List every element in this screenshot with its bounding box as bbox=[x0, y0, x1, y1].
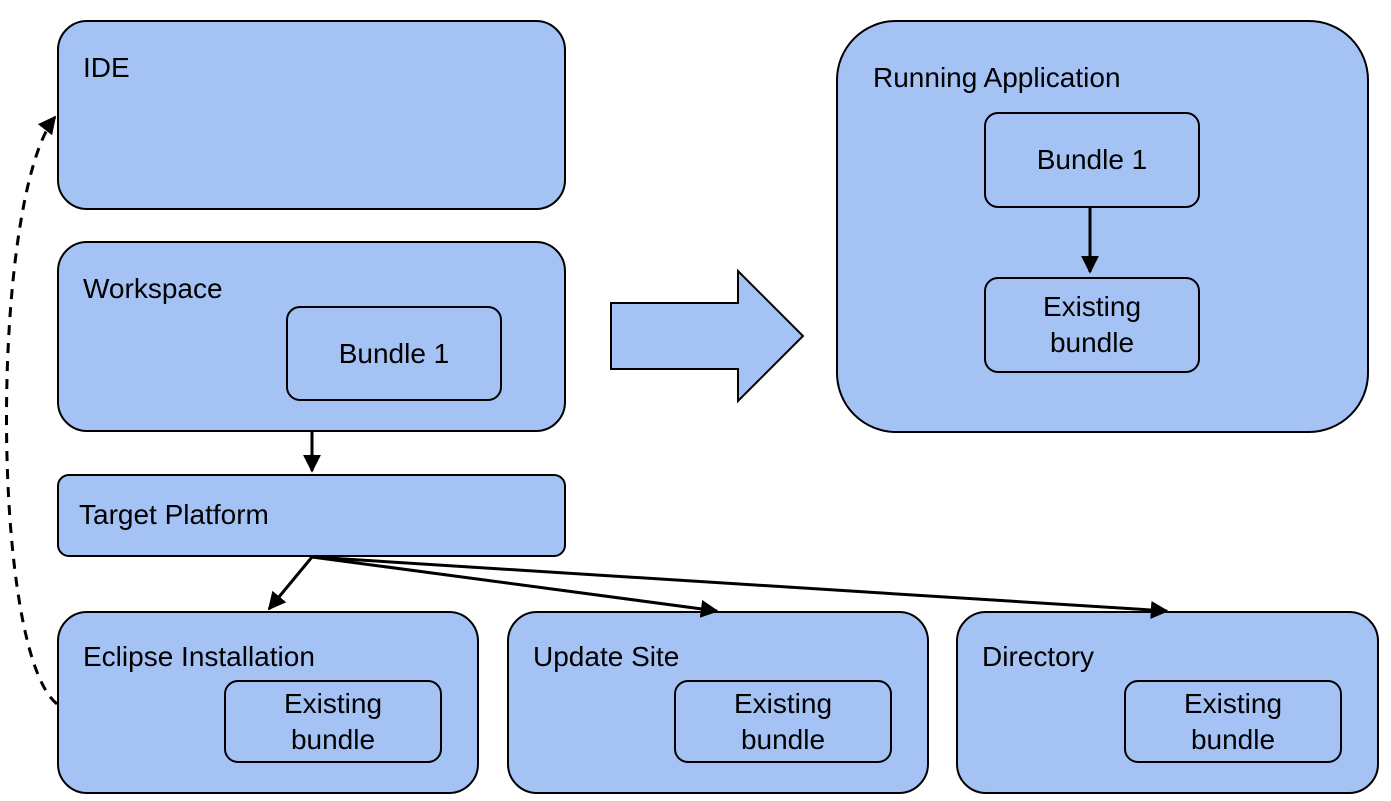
running-bundle-1-label: Bundle 1 bbox=[1036, 144, 1148, 175]
running-bundle-1: Bundle 1 bbox=[984, 112, 1200, 208]
target-platform-title: Target Platform bbox=[79, 499, 269, 530]
update-site-box: Update Site Existing bundle bbox=[507, 611, 929, 794]
update-site-existing-bundle-line2: bundle bbox=[740, 723, 826, 755]
eclipse-existing-bundle: Existing bundle bbox=[224, 680, 442, 763]
directory-box: Directory Existing bundle bbox=[956, 611, 1379, 794]
ide-title: IDE bbox=[83, 52, 130, 83]
running-application-title: Running Application bbox=[873, 62, 1121, 93]
directory-existing-bundle-line2: bundle bbox=[1190, 723, 1276, 755]
workspace-bundle-1-label: Bundle 1 bbox=[338, 337, 450, 369]
eclipse-installation-title: Eclipse Installation bbox=[83, 641, 315, 672]
running-existing-bundle-line2: bundle bbox=[1049, 327, 1135, 358]
running-application-box: Running Application Bundle 1 Existing bu… bbox=[836, 20, 1369, 433]
eclipse-installation-box: Eclipse Installation Existing bundle bbox=[57, 611, 479, 794]
ide-box: IDE bbox=[57, 20, 566, 210]
directory-title: Directory bbox=[982, 641, 1095, 672]
target-to-eclipse-arrow bbox=[267, 556, 314, 611]
eclipse-to-ide-dashed-arrow bbox=[5, 115, 58, 706]
directory-existing-bundle: Existing bundle bbox=[1124, 680, 1342, 763]
workspace-bundle-1: Bundle 1 bbox=[286, 306, 502, 401]
workspace-title: Workspace bbox=[83, 273, 223, 304]
running-existing-bundle: Existing bundle bbox=[984, 277, 1200, 373]
workspace-box: Workspace Bundle 1 bbox=[57, 241, 566, 432]
target-to-directory-arrow bbox=[311, 555, 1169, 619]
target-platform-box: Target Platform bbox=[57, 474, 566, 557]
eclipse-existing-bundle-line1: Existing bbox=[283, 687, 383, 719]
deploy-block-arrow bbox=[610, 268, 805, 404]
update-site-title: Update Site bbox=[533, 641, 680, 672]
update-site-existing-bundle: Existing bundle bbox=[674, 680, 892, 763]
target-to-update-site-arrow bbox=[311, 555, 719, 618]
update-site-existing-bundle-line1: Existing bbox=[733, 687, 833, 719]
eclipse-existing-bundle-line2: bundle bbox=[290, 723, 376, 755]
directory-existing-bundle-line1: Existing bbox=[1183, 687, 1283, 719]
running-existing-bundle-line1: Existing bbox=[1042, 291, 1142, 322]
